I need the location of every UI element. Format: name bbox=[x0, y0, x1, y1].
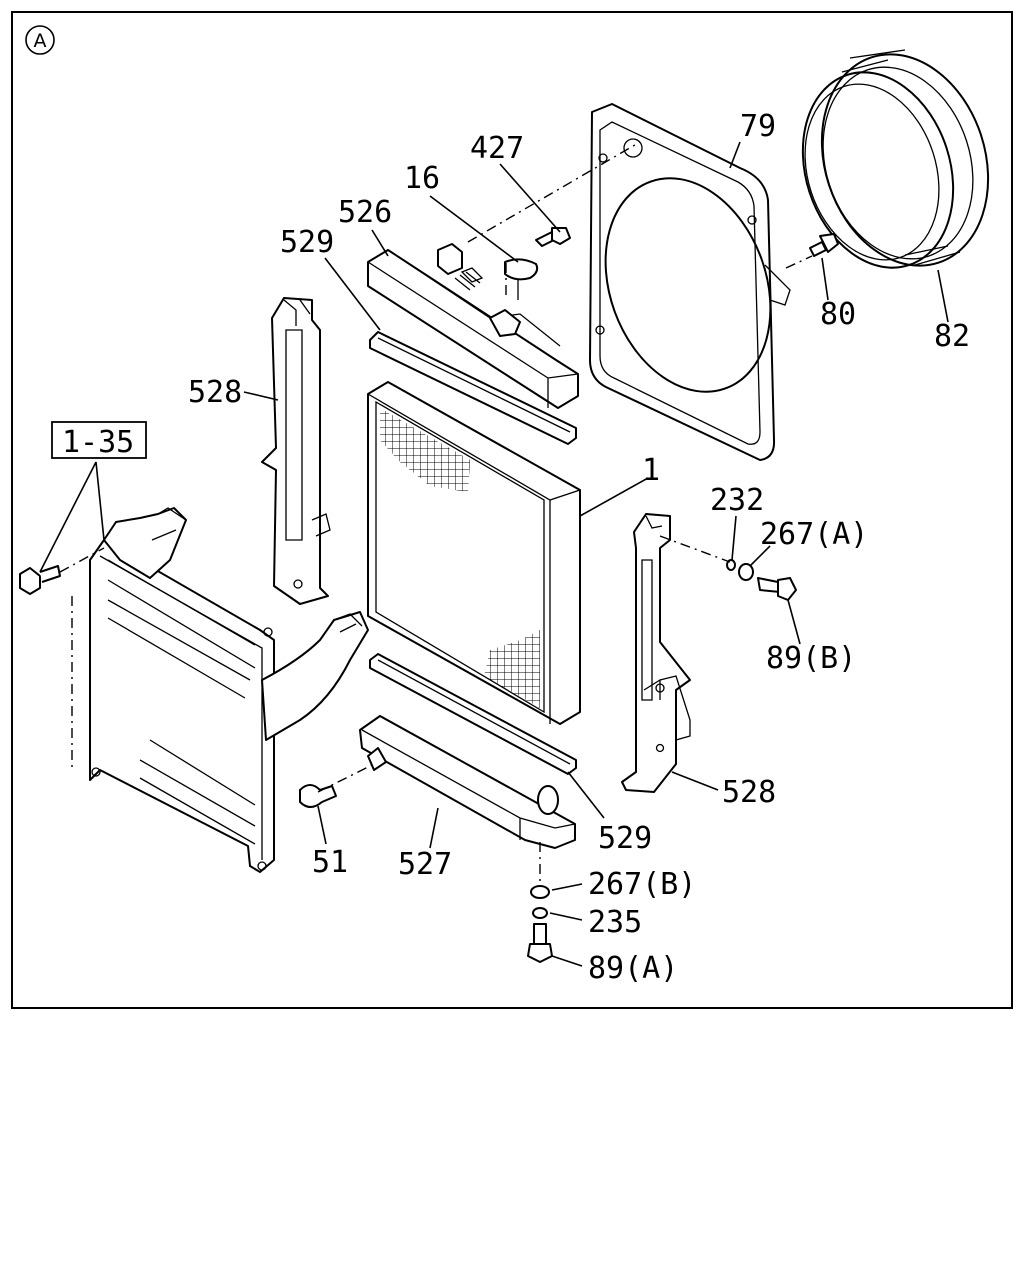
bolt-1-35 bbox=[19, 565, 61, 595]
callout-1: 1 bbox=[642, 453, 660, 488]
callout-528-left: 528 bbox=[188, 375, 242, 410]
side-bracket-528-left bbox=[261, 297, 331, 605]
callout-51: 51 bbox=[312, 845, 348, 880]
callout-89b: 89(B) bbox=[766, 641, 856, 676]
callout-267a: 267(A) bbox=[760, 517, 868, 552]
intercooler-1-35 bbox=[89, 507, 369, 873]
fan-ring-82 bbox=[801, 49, 990, 269]
gasket-529-top bbox=[369, 331, 577, 445]
callout-82: 82 bbox=[934, 319, 970, 354]
bolt-427 bbox=[535, 227, 571, 247]
callout-1-35: 1-35 bbox=[62, 425, 134, 460]
fastener-set-right bbox=[726, 559, 797, 601]
callout-79: 79 bbox=[740, 109, 776, 144]
callout-527: 527 bbox=[398, 847, 452, 882]
fastener-set-bottom bbox=[527, 885, 553, 963]
assembly-lines bbox=[59, 141, 813, 885]
callout-235: 235 bbox=[588, 905, 642, 940]
bolt-80 bbox=[809, 233, 839, 257]
gasket-529-bottom bbox=[369, 653, 577, 775]
radiator-core-1 bbox=[367, 381, 581, 725]
reference-box bbox=[51, 421, 147, 459]
callout-427: 427 bbox=[470, 131, 524, 166]
callout-80: 80 bbox=[820, 297, 856, 332]
side-bracket-528-right bbox=[621, 513, 691, 793]
fan-shroud-79 bbox=[589, 103, 791, 461]
view-marker: A bbox=[25, 25, 55, 55]
leader-lines bbox=[39, 141, 949, 967]
callout-528-right: 528 bbox=[722, 775, 776, 810]
upper-tank-526 bbox=[367, 243, 579, 409]
callout-89a: 89(A) bbox=[588, 951, 678, 986]
callout-232: 232 bbox=[710, 483, 764, 518]
callout-529-top: 529 bbox=[280, 225, 334, 260]
radiator-cap-16 bbox=[504, 258, 539, 300]
view-marker-letter: A bbox=[34, 30, 47, 52]
callout-16: 16 bbox=[404, 161, 440, 196]
drain-plug-51 bbox=[299, 784, 337, 808]
lower-tank-527 bbox=[359, 715, 576, 849]
callout-267b: 267(B) bbox=[588, 867, 696, 902]
callout-526: 526 bbox=[338, 195, 392, 230]
callout-529-bottom: 529 bbox=[598, 821, 652, 856]
callout-labels: 427 79 16 526 529 528 1-35 80 82 1 232 2… bbox=[62, 109, 970, 986]
